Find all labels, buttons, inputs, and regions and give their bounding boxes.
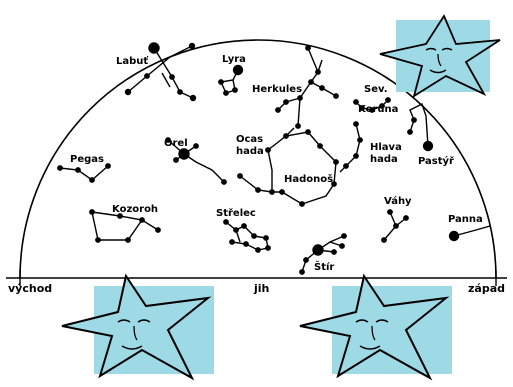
- label-labut: Labuť: [116, 55, 149, 67]
- constellation-lyra: [219, 66, 243, 96]
- label-stir: Štír: [314, 260, 334, 273]
- label-koruna: Koruna: [358, 104, 398, 115]
- label-hada-ocas: hada: [236, 146, 264, 157]
- label-vahy: Váhy: [384, 195, 412, 207]
- star-face-icon: [380, 16, 500, 96]
- star-face-icon: [62, 276, 214, 378]
- label-kozoroh: Kozoroh: [112, 204, 158, 215]
- label-hlava: Hlava: [370, 142, 402, 153]
- constellation-strelec: [224, 220, 270, 252]
- direction-east: východ: [8, 282, 52, 295]
- label-lyra: Lyra: [222, 54, 246, 65]
- constellation-hadonos: [266, 128, 338, 206]
- label-sev: Sev.: [364, 84, 388, 95]
- star-face-icon: [300, 276, 452, 378]
- label-ocas: Ocas: [236, 134, 263, 145]
- label-strelec: Střelec: [216, 207, 256, 219]
- constellation-vahy: [382, 210, 408, 242]
- constellation-ocas-hada: [238, 174, 272, 192]
- label-pegas: Pegas: [70, 154, 104, 165]
- label-hada-hlava: hada: [370, 154, 398, 165]
- label-hadonos: Hadonoš: [284, 173, 333, 185]
- constellation-panna: [450, 226, 491, 241]
- constellation-pegas: [58, 164, 110, 182]
- direction-west: západ: [468, 282, 505, 295]
- label-herkules: Herkules: [252, 84, 302, 95]
- label-orel: Orel: [164, 138, 188, 149]
- constellation-hlava-hada: [340, 122, 362, 172]
- label-panna: Panna: [448, 214, 483, 225]
- label-pastyr: Pastýř: [418, 155, 454, 167]
- constellation-pastyr: [408, 104, 433, 151]
- direction-south: jih: [253, 282, 269, 295]
